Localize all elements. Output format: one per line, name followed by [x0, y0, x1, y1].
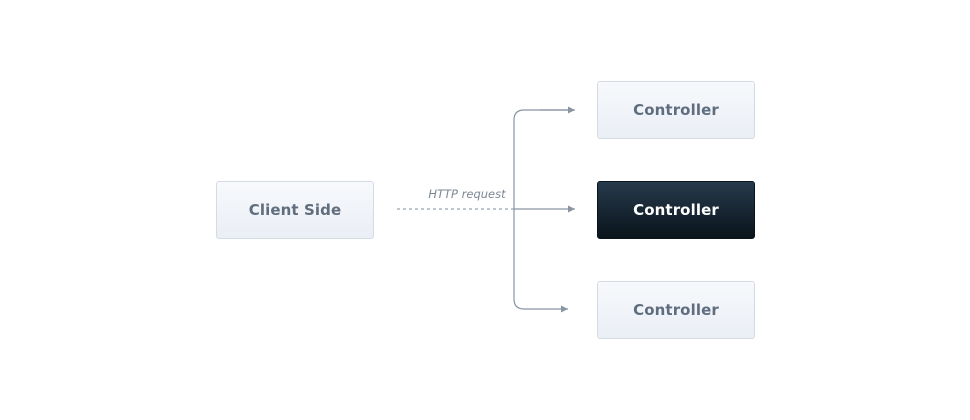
http-request-label: HTTP request [428, 187, 506, 201]
client-side-node: Client Side [216, 181, 374, 239]
controller-node-top: Controller [597, 81, 755, 139]
controller-node-active: Controller [597, 181, 755, 239]
controller-node-bottom: Controller [597, 281, 755, 339]
